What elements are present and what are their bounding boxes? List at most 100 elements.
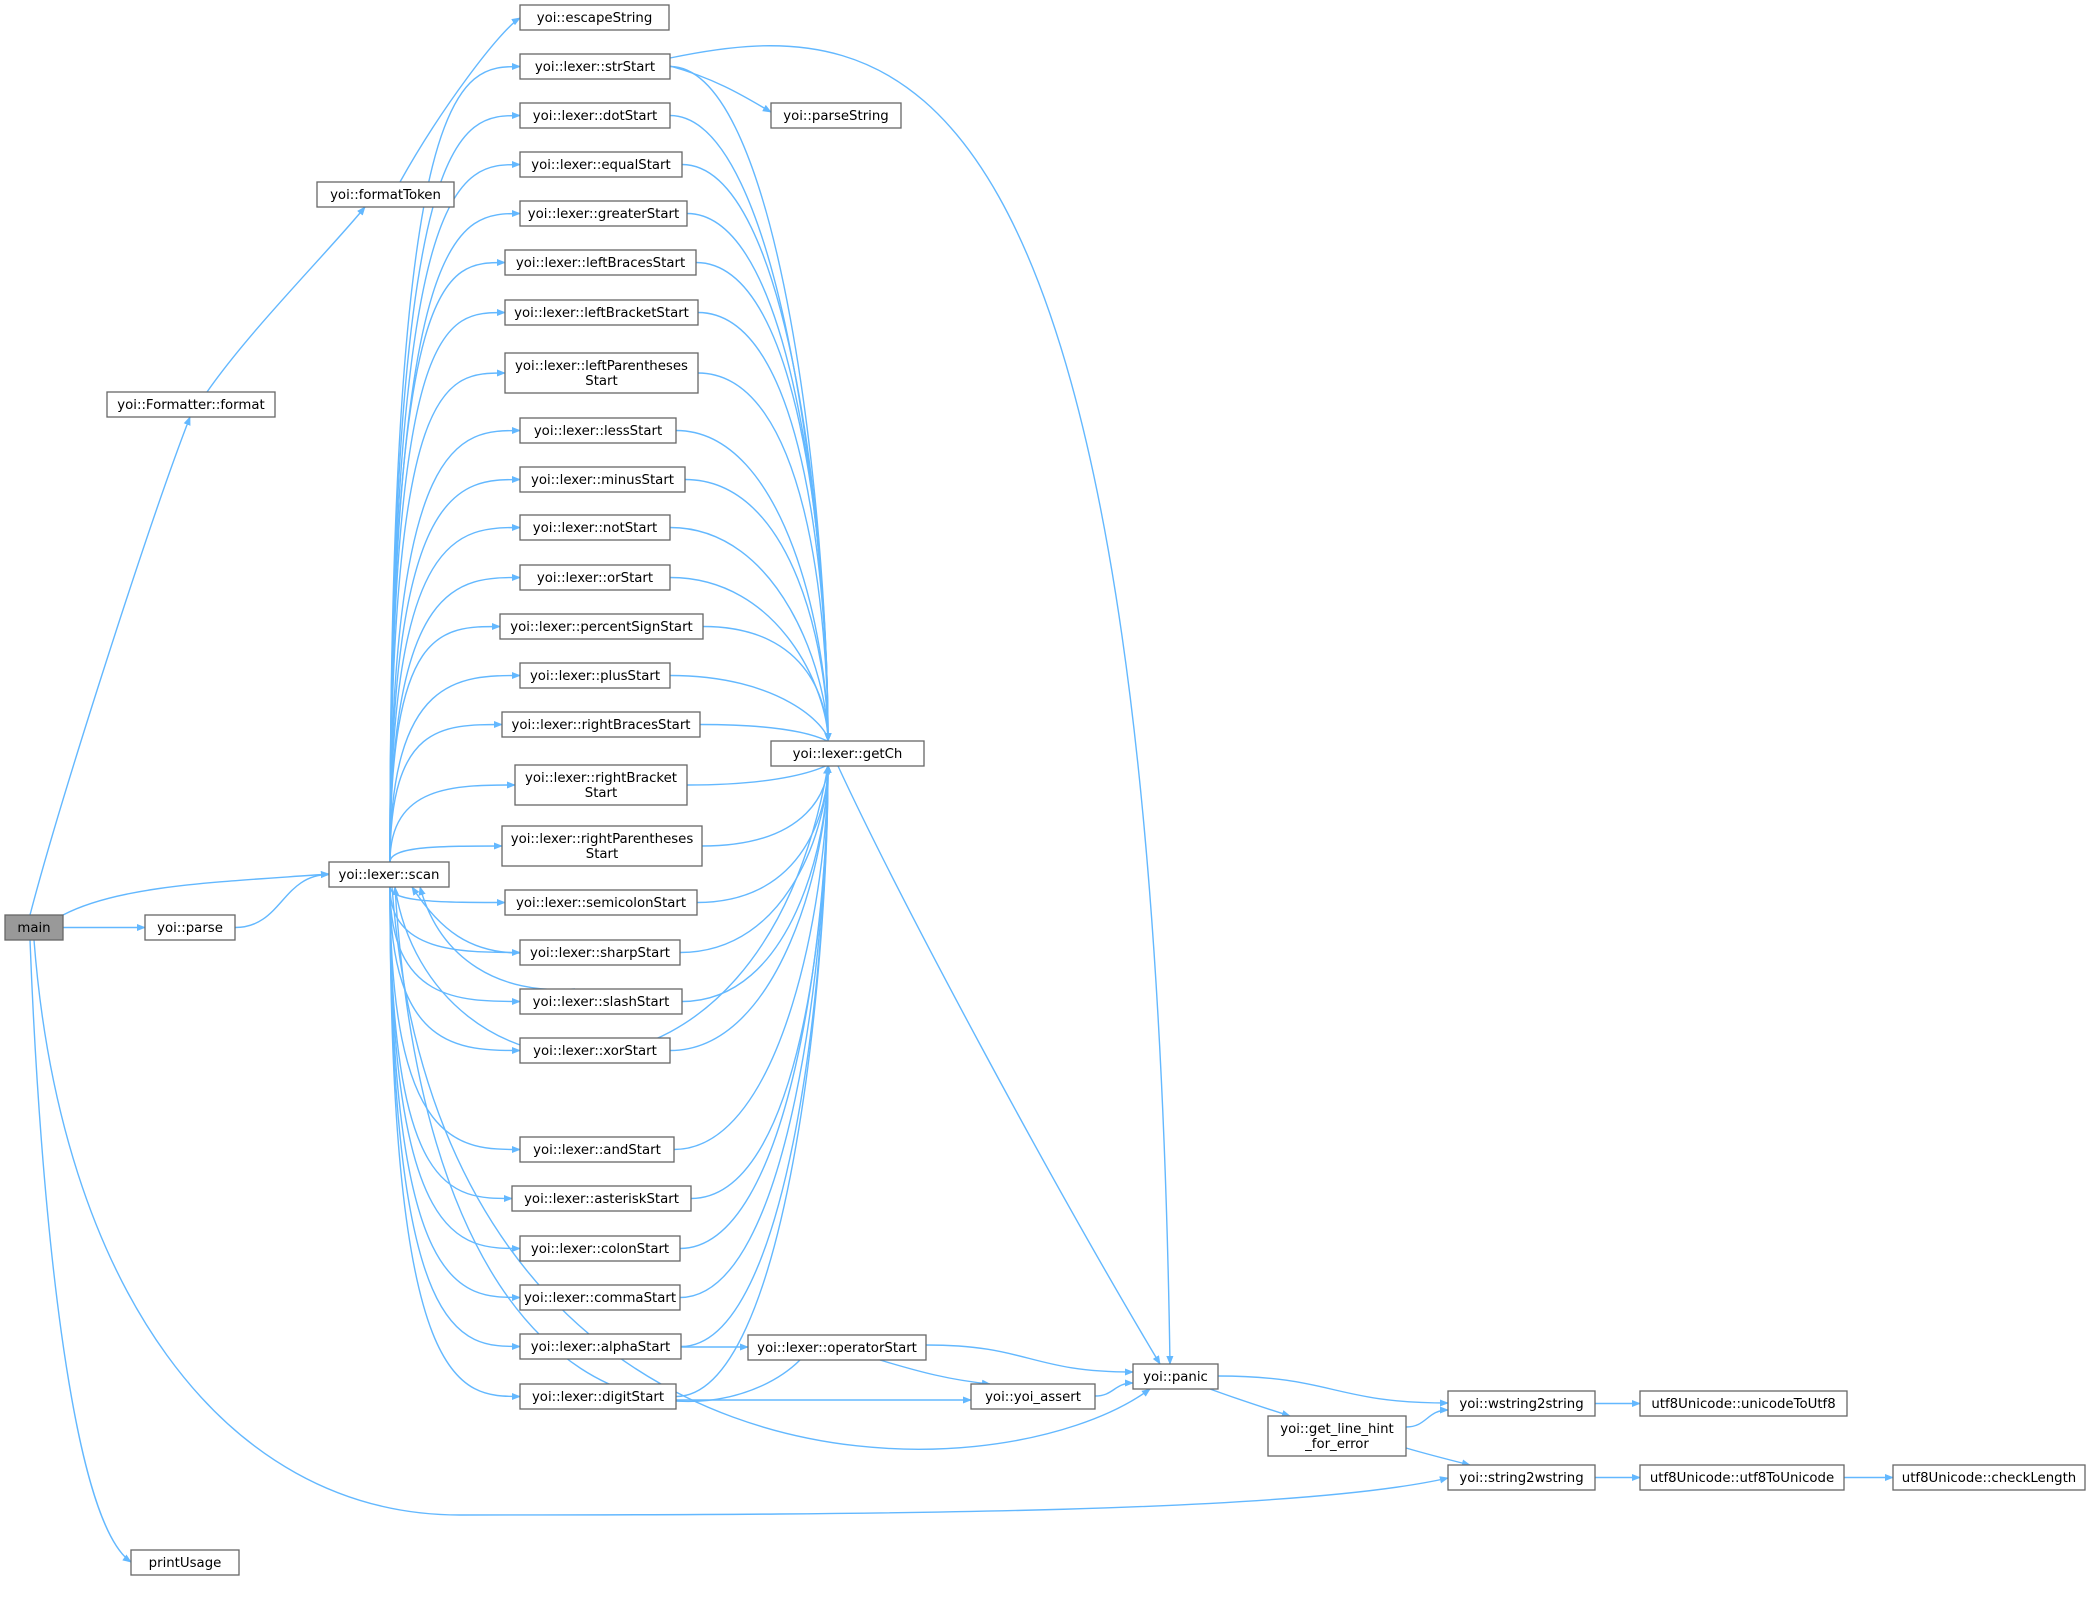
node-greaterstart[interactable]: yoi::lexer::greaterStart bbox=[519, 200, 688, 227]
node-label: yoi::lexer::xorStart bbox=[533, 1044, 657, 1059]
node-escapestring[interactable]: yoi::escapeString bbox=[519, 4, 670, 31]
edge-rightbracketstart-getch bbox=[686, 756, 832, 786]
edge-andstart-getch bbox=[673, 764, 832, 1151]
node-box bbox=[504, 889, 698, 916]
node-andstart[interactable]: yoi::lexer::andStart bbox=[519, 1136, 675, 1163]
call-nodes: main yoi::Formatter::format yoi::formatTok… bbox=[4, 4, 2086, 1576]
node-lessstart[interactable]: yoi::lexer::lessStart bbox=[519, 417, 677, 444]
node-semicolonstart[interactable]: yoi::lexer::semicolonStart bbox=[504, 889, 698, 916]
edge-main-printusage bbox=[29, 939, 132, 1563]
node-xorstart[interactable]: yoi::lexer::xorStart bbox=[519, 1037, 671, 1064]
node-sharpstart[interactable]: yoi::lexer::sharpStart bbox=[519, 939, 681, 966]
node-label: yoi::lexer::rightBracesStart bbox=[511, 718, 690, 733]
node-box bbox=[519, 988, 683, 1015]
edge-scan-rightbracesstart bbox=[389, 720, 503, 863]
edge-parse-scan bbox=[234, 870, 330, 929]
node-formattoken[interactable]: yoi::formatToken bbox=[316, 181, 455, 208]
node-printusage[interactable]: printUsage bbox=[130, 1549, 240, 1576]
node-percentsignstart[interactable]: yoi::lexer::percentSignStart bbox=[499, 613, 704, 640]
node-orstart[interactable]: yoi::lexer::orStart bbox=[519, 564, 671, 591]
node-get-line-hint[interactable]: yoi::get_line_hint_for_error bbox=[1267, 1415, 1407, 1457]
node-label: yoi::parseString bbox=[783, 109, 889, 124]
node-label: yoi::lexer::rightParentheses bbox=[511, 832, 694, 847]
node-notstart[interactable]: yoi::lexer::notStart bbox=[519, 514, 671, 541]
node-label: yoi::lexer::percentSignStart bbox=[510, 620, 693, 635]
node-rightbracesstart[interactable]: yoi::lexer::rightBracesStart bbox=[501, 711, 701, 738]
node-box bbox=[501, 711, 701, 738]
edge-main-scan bbox=[62, 871, 330, 916]
node-label: yoi::lexer::dotStart bbox=[533, 109, 657, 124]
node-box bbox=[519, 1284, 681, 1311]
node-getch[interactable]: yoi::lexer::getCh bbox=[770, 740, 925, 767]
node-label: yoi::string2wstring bbox=[1459, 1471, 1583, 1486]
node-checklength[interactable]: utf8Unicode::checkLength bbox=[1892, 1464, 2086, 1491]
node-main[interactable]: main bbox=[4, 914, 64, 941]
node-box bbox=[519, 200, 688, 227]
node-box bbox=[144, 914, 236, 941]
node-unicodetoutf8[interactable]: utf8Unicode::unicodeToUtf8 bbox=[1639, 1390, 1848, 1417]
node-digitstart[interactable]: yoi::lexer::digitStart bbox=[519, 1383, 677, 1410]
edge-scan-minusstart bbox=[389, 475, 521, 863]
edge-formattoken-escapestring bbox=[399, 17, 521, 183]
node-strstart[interactable]: yoi::lexer::strStart bbox=[519, 53, 671, 80]
node-label: yoi::lexer::strStart bbox=[535, 60, 655, 75]
node-scan[interactable]: yoi::lexer::scan bbox=[328, 861, 450, 888]
node-box bbox=[519, 1383, 677, 1410]
node-label: yoi::lexer::leftParentheses bbox=[515, 359, 688, 374]
edge-scan-digitstart bbox=[389, 886, 521, 1401]
node-label: _for_error bbox=[1304, 1437, 1369, 1452]
node-dotstart[interactable]: yoi::lexer::dotStart bbox=[519, 102, 671, 129]
node-label: yoi::lexer::andStart bbox=[533, 1143, 661, 1158]
edge-scan-plusstart bbox=[389, 671, 521, 863]
node-box bbox=[504, 352, 699, 394]
node-label: yoi::panic bbox=[1143, 1370, 1208, 1385]
edge-scan-panic bbox=[391, 886, 1151, 1450]
node-commastart[interactable]: yoi::lexer::commaStart bbox=[519, 1284, 681, 1311]
node-box bbox=[519, 662, 671, 689]
node-leftbracketstart[interactable]: yoi::lexer::leftBracketStart bbox=[504, 299, 699, 326]
node-label: yoi::lexer::leftBracesStart bbox=[516, 256, 685, 271]
node-box bbox=[499, 613, 704, 640]
node-colonstart[interactable]: yoi::lexer::colonStart bbox=[519, 1235, 681, 1262]
edge-scan-rightparenthesesstart bbox=[389, 842, 503, 863]
node-string2wstring[interactable]: yoi::string2wstring bbox=[1447, 1464, 1596, 1491]
edge-sharpstart-scan bbox=[411, 886, 521, 954]
node-box bbox=[519, 1333, 682, 1360]
node-asteriskstart[interactable]: yoi::lexer::asteriskStart bbox=[511, 1185, 692, 1212]
edge-operatorstart-panic bbox=[925, 1344, 1134, 1376]
edge-format-formattoken bbox=[206, 206, 366, 393]
node-plusstart[interactable]: yoi::lexer::plusStart bbox=[519, 662, 671, 689]
node-label: yoi::lexer::orStart bbox=[537, 571, 653, 586]
node-format[interactable]: yoi::Formatter::format bbox=[106, 391, 276, 418]
edge-leftparenthesesstart-getch bbox=[697, 372, 832, 742]
node-minusstart[interactable]: yoi::lexer::minusStart bbox=[519, 466, 686, 493]
node-box bbox=[501, 825, 703, 867]
node-alphastart[interactable]: yoi::lexer::alphaStart bbox=[519, 1333, 682, 1360]
node-equalstart[interactable]: yoi::lexer::equalStart bbox=[519, 151, 683, 178]
node-label: yoi::lexer::leftBracketStart bbox=[514, 306, 689, 321]
node-label: yoi::get_line_hint bbox=[1280, 1422, 1394, 1437]
node-utf8tounicode[interactable]: utf8Unicode::utf8ToUnicode bbox=[1639, 1464, 1845, 1491]
node-box bbox=[770, 102, 902, 129]
node-label: yoi::lexer::greaterStart bbox=[528, 207, 679, 222]
node-box bbox=[519, 1037, 671, 1064]
edge-scan-alphastart bbox=[389, 886, 521, 1351]
node-panic[interactable]: yoi::panic bbox=[1132, 1363, 1219, 1390]
call-edges bbox=[29, 17, 1894, 1563]
node-label: yoi::lexer::digitStart bbox=[532, 1390, 664, 1405]
node-label: yoi::escapeString bbox=[537, 11, 653, 26]
node-slashstart[interactable]: yoi::lexer::slashStart bbox=[519, 988, 683, 1015]
node-parse[interactable]: yoi::parse bbox=[144, 914, 236, 941]
node-parsestring[interactable]: yoi::parseString bbox=[770, 102, 902, 129]
node-box bbox=[519, 1235, 681, 1262]
node-wstring2string[interactable]: yoi::wstring2string bbox=[1447, 1390, 1596, 1417]
node-operatorstart[interactable]: yoi::lexer::operatorStart bbox=[747, 1334, 927, 1361]
node-yoi-assert[interactable]: yoi::yoi_assert bbox=[970, 1383, 1096, 1410]
edge-scan-semicolonstart bbox=[389, 886, 506, 907]
node-leftbracesstart[interactable]: yoi::lexer::leftBracesStart bbox=[504, 249, 697, 276]
node-box bbox=[519, 102, 671, 129]
